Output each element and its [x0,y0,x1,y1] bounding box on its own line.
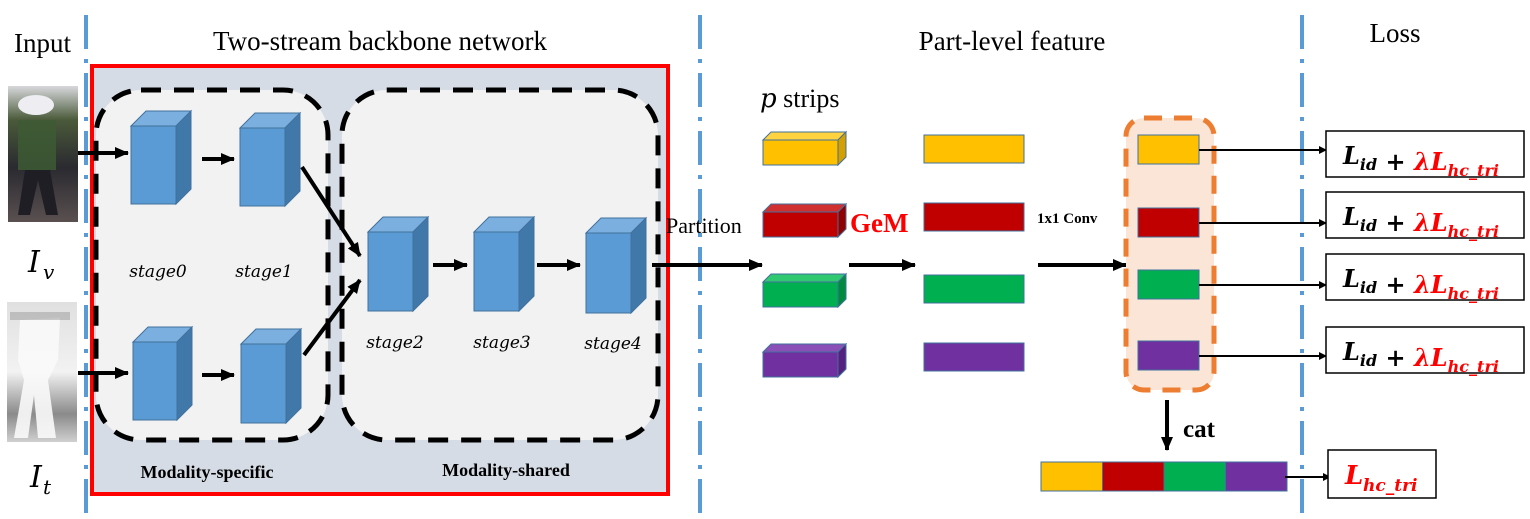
loss-box: Lid + λLhc_tri [1325,253,1525,303]
conv-output-group [1123,115,1217,393]
svg-text:I: I [29,460,43,495]
concat-feature-green [1163,461,1226,492]
svg-text:hc_tri: hc_tri [1363,476,1417,496]
gem-label: GeM [850,208,908,238]
visible-image [8,86,78,222]
stage2-cube [366,215,430,313]
loss-box: Lid + λLhc_tri [1325,130,1525,180]
svg-text:Lid + λLhc_tri: Lid + λLhc_tri [1342,264,1499,303]
stage-label-3: stage3 [473,333,530,353]
pooled-feature-green [923,274,1025,304]
stage4-cube [584,216,648,315]
part-strip-yellow [761,130,848,167]
final-loss-box: L hc_tri [1327,449,1437,499]
partition-label: Partition [666,213,742,238]
visible-input-label: I v [27,245,55,284]
conv-label: 1x1 Conv [1037,211,1098,227]
part-strip-purple [761,342,848,379]
svg-text:p strips: p strips [760,84,840,114]
stage1-top-cube [238,111,302,208]
svg-text:Lid + λLhc_tri: Lid + λLhc_tri [1342,337,1499,376]
modality-shared-label: Modality-shared [442,460,570,480]
conv-feature-red [1137,207,1200,238]
part-strip-red [761,202,848,239]
stage0-top-cube [129,109,193,206]
section-title-part-feature: Part-level feature [919,26,1106,56]
backbone-arrows [78,147,1127,381]
svg-text:v: v [43,260,55,284]
section-title-backbone: Two-stream backbone network [213,26,547,56]
svg-text:Lid + λLhc_tri: Lid + λLhc_tri [1342,141,1499,180]
thermal-image [7,302,77,442]
pooled-feature-yellow [923,134,1025,164]
svg-text:Lid + λLhc_tri: Lid + λLhc_tri [1342,202,1499,241]
stage0-bottom-cube [131,325,194,422]
loss-box: Lid + λLhc_tri [1325,326,1525,376]
svg-text:t: t [43,475,52,499]
part-strip-green [761,272,848,309]
conv-feature-yellow [1137,134,1200,165]
modality-specific-label: Modality-specific [141,462,274,482]
concat-feature-purple [1225,461,1288,492]
stage-label-4: stage4 [584,334,641,354]
conv-feature-purple [1137,340,1200,371]
svg-text:L: L [1344,461,1363,491]
conv-feature-green [1137,269,1200,300]
pooled-feature-purple [923,342,1025,372]
stage-label-1: stage1 [235,262,292,282]
stage-label-0: stage0 [129,262,187,282]
p-strips-label: p strips [760,84,840,114]
stage-label-2: stage2 [366,333,423,353]
stage1-bottom-cube [239,327,303,425]
concat-feature-red [1102,461,1165,492]
pooled-feature-red [923,202,1025,232]
thermal-input-label: I t [29,460,52,499]
concat-feature-yellow [1040,461,1103,492]
stage3-cube [472,215,536,313]
section-title-input: Input [14,28,71,58]
svg-text:I: I [27,245,41,280]
cat-label: cat [1183,416,1216,443]
section-title-loss: Loss [1369,18,1420,48]
loss-box: Lid + λLhc_tri [1325,191,1525,241]
